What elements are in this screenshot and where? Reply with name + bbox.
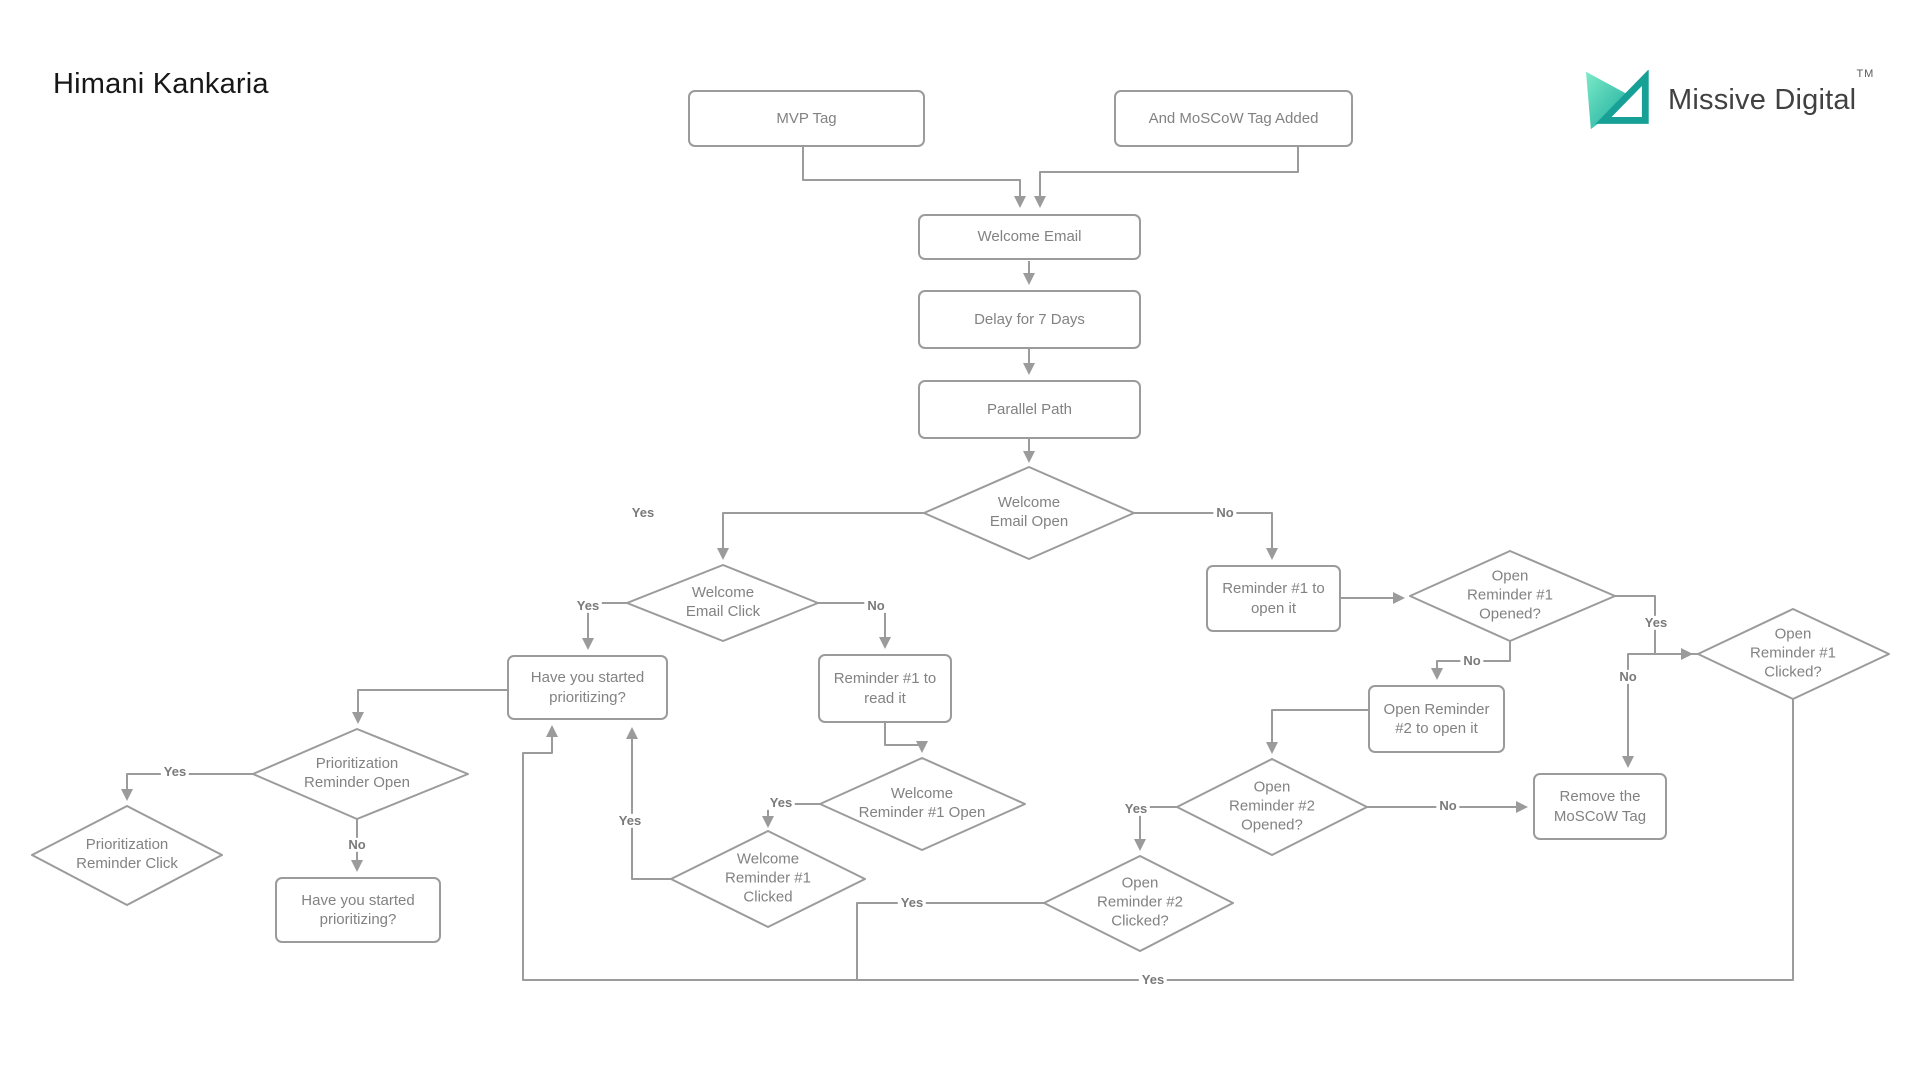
node-moscow-tag: And MoSCoW Tag Added (1114, 90, 1353, 147)
label-welcome-email-open: Welcome Email Open (989, 494, 1069, 530)
brand-name: Missive Digital (1668, 83, 1857, 116)
edge-label-or1c-no: No (1616, 669, 1640, 685)
missive-digital-icon (1586, 70, 1649, 130)
edge-mvp-to-welcome (802, 147, 1026, 208)
label-welcome-reminder1-open: Welcome Reminder #1 Open (858, 785, 986, 821)
edge-label-wr1c-yes: Yes (615, 813, 645, 829)
node-mvp-tag: MVP Tag (688, 90, 925, 147)
edge-label-weo-yes: Yes (628, 505, 658, 521)
edge-label-or2c-yes: Yes (897, 895, 927, 911)
node-have-you-started-1: Have you started prioritizing? (507, 655, 668, 720)
label-welcome-email-click: Welcome Email Click (685, 584, 761, 620)
logo-outline-triangle (1595, 70, 1649, 124)
edge-r2box-to-or2o (1266, 709, 1368, 754)
node-welcome-email: Welcome Email (918, 214, 1141, 260)
node-reminder1-to-open: Reminder #1 to open it (1206, 565, 1341, 632)
diamond-welcome-email-open (923, 466, 1135, 560)
node-have-you-started-2: Have you started prioritizing? (275, 877, 441, 943)
node-reminder1-to-read: Reminder #1 to read it (818, 654, 952, 723)
edge-weo-no (1134, 512, 1278, 560)
label-welcome-reminder1-clicked: Welcome Reminder #1 Clicked (725, 850, 811, 906)
edge-read-to-wr1o (884, 723, 928, 753)
edge-pro-yes (121, 773, 253, 801)
edge-label-weo-no: No (1213, 505, 1237, 521)
diamond-welcome-reminder1-clicked (670, 830, 866, 928)
label-open-reminder1-opened: Open Reminder #1 Opened? (1467, 567, 1553, 623)
edge-hys1-to-pro (352, 689, 507, 724)
edge-or1c-no (1622, 653, 1698, 768)
trademark-mark: TM (1856, 67, 1875, 80)
page-title: Himani Kankaria (53, 68, 269, 100)
edge-label-wec-no: No (864, 598, 888, 614)
label-prioritization-reminder-click: Prioritization Reminder Click (76, 836, 178, 872)
brand-logo: Missive Digital TM (1586, 68, 1873, 130)
diamond-welcome-reminder1-open (819, 757, 1026, 851)
diamond-open-reminder2-opened (1176, 758, 1368, 856)
edge-label-pro-yes: Yes (160, 764, 190, 780)
label-prioritization-reminder-open: Prioritization Reminder Open (304, 755, 410, 791)
edge-weo-yes (717, 512, 924, 560)
edge-label-pro-no: No (345, 837, 369, 853)
diamond-open-reminder1-opened (1409, 550, 1616, 642)
edge-label-bottom-yes: Yes (1138, 972, 1168, 988)
diamond-prioritization-reminder-open (252, 728, 469, 820)
edge-wr1c-yes (626, 727, 671, 880)
label-open-reminder2-opened: Open Reminder #2 Opened? (1229, 778, 1315, 834)
label-open-reminder2-clicked: Open Reminder #2 Clicked? (1097, 874, 1183, 930)
edge-bottom-yes-loop (522, 699, 1794, 981)
node-open-reminder2-to-open: Open Reminder #2 to open it (1368, 685, 1505, 753)
node-delay-7-days: Delay for 7 Days (918, 290, 1141, 349)
edge-label-wr1o-yes: Yes (766, 795, 796, 811)
diamond-open-reminder1-clicked (1697, 608, 1890, 700)
label-open-reminder1-clicked: Open Reminder #1 Clicked? (1750, 625, 1836, 681)
node-remove-moscow-tag: Remove the MoSCoW Tag (1533, 773, 1667, 840)
edge-label-wec-yes: Yes (573, 598, 603, 614)
diamond-open-reminder2-clicked (1043, 855, 1234, 952)
edge-label-or2o-yes: Yes (1121, 801, 1151, 817)
diamond-welcome-email-click (626, 564, 819, 642)
edge-label-or1o-no: No (1460, 653, 1484, 669)
edge-moscow-to-welcome (1034, 147, 1299, 208)
diamond-prioritization-reminder-click (31, 805, 223, 906)
edge-label-or2o-no: No (1436, 798, 1460, 814)
logo-gradient-shape (1586, 71, 1633, 130)
edge-label-or1o-yes: Yes (1641, 615, 1671, 631)
node-parallel-path: Parallel Path (918, 380, 1141, 439)
edge-or2c-yes (856, 902, 1044, 979)
